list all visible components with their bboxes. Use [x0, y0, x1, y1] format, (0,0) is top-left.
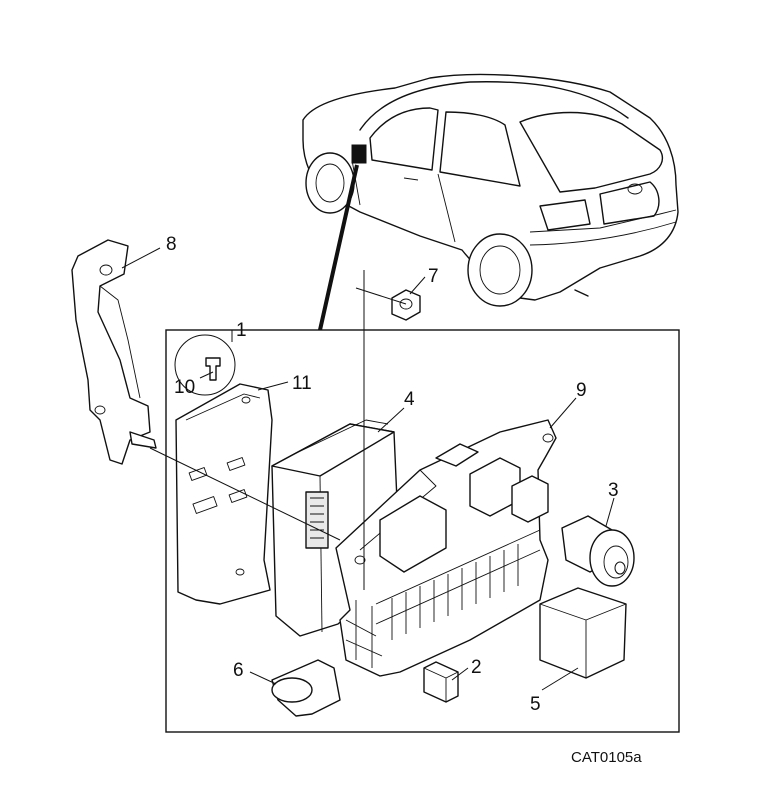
callout-5: 5 [530, 694, 541, 715]
leader-lines [121, 247, 615, 691]
callout-10: 10 [174, 377, 195, 398]
fuse-box-part-9 [335, 419, 557, 677]
callout-7: 7 [428, 266, 439, 287]
fuse-part-2 [423, 661, 459, 703]
vehicle-outline [302, 73, 679, 307]
catalog-reference-code: CAT0105a [571, 749, 642, 766]
relay-part-5 [539, 587, 627, 679]
nut-part-7 [391, 289, 421, 321]
callout-2: 2 [471, 657, 482, 678]
callout-3: 3 [608, 480, 619, 501]
assembly-frame [165, 329, 680, 733]
cover-part-6 [271, 659, 341, 717]
callout-9: 9 [576, 380, 587, 401]
switch-part-3 [561, 515, 635, 587]
bracket-part-8 [71, 239, 157, 465]
clip-part-10 [174, 334, 236, 396]
callout-labels: 1 2 3 4 5 6 7 8 9 10 11 [166, 234, 619, 715]
callout-8: 8 [166, 234, 177, 255]
callout-1: 1 [236, 320, 247, 341]
callout-4: 4 [404, 389, 415, 410]
callout-6: 6 [233, 660, 244, 681]
callout-11: 11 [292, 373, 312, 394]
location-pointer [318, 164, 359, 331]
mounting-plate-part-11 [175, 383, 273, 605]
